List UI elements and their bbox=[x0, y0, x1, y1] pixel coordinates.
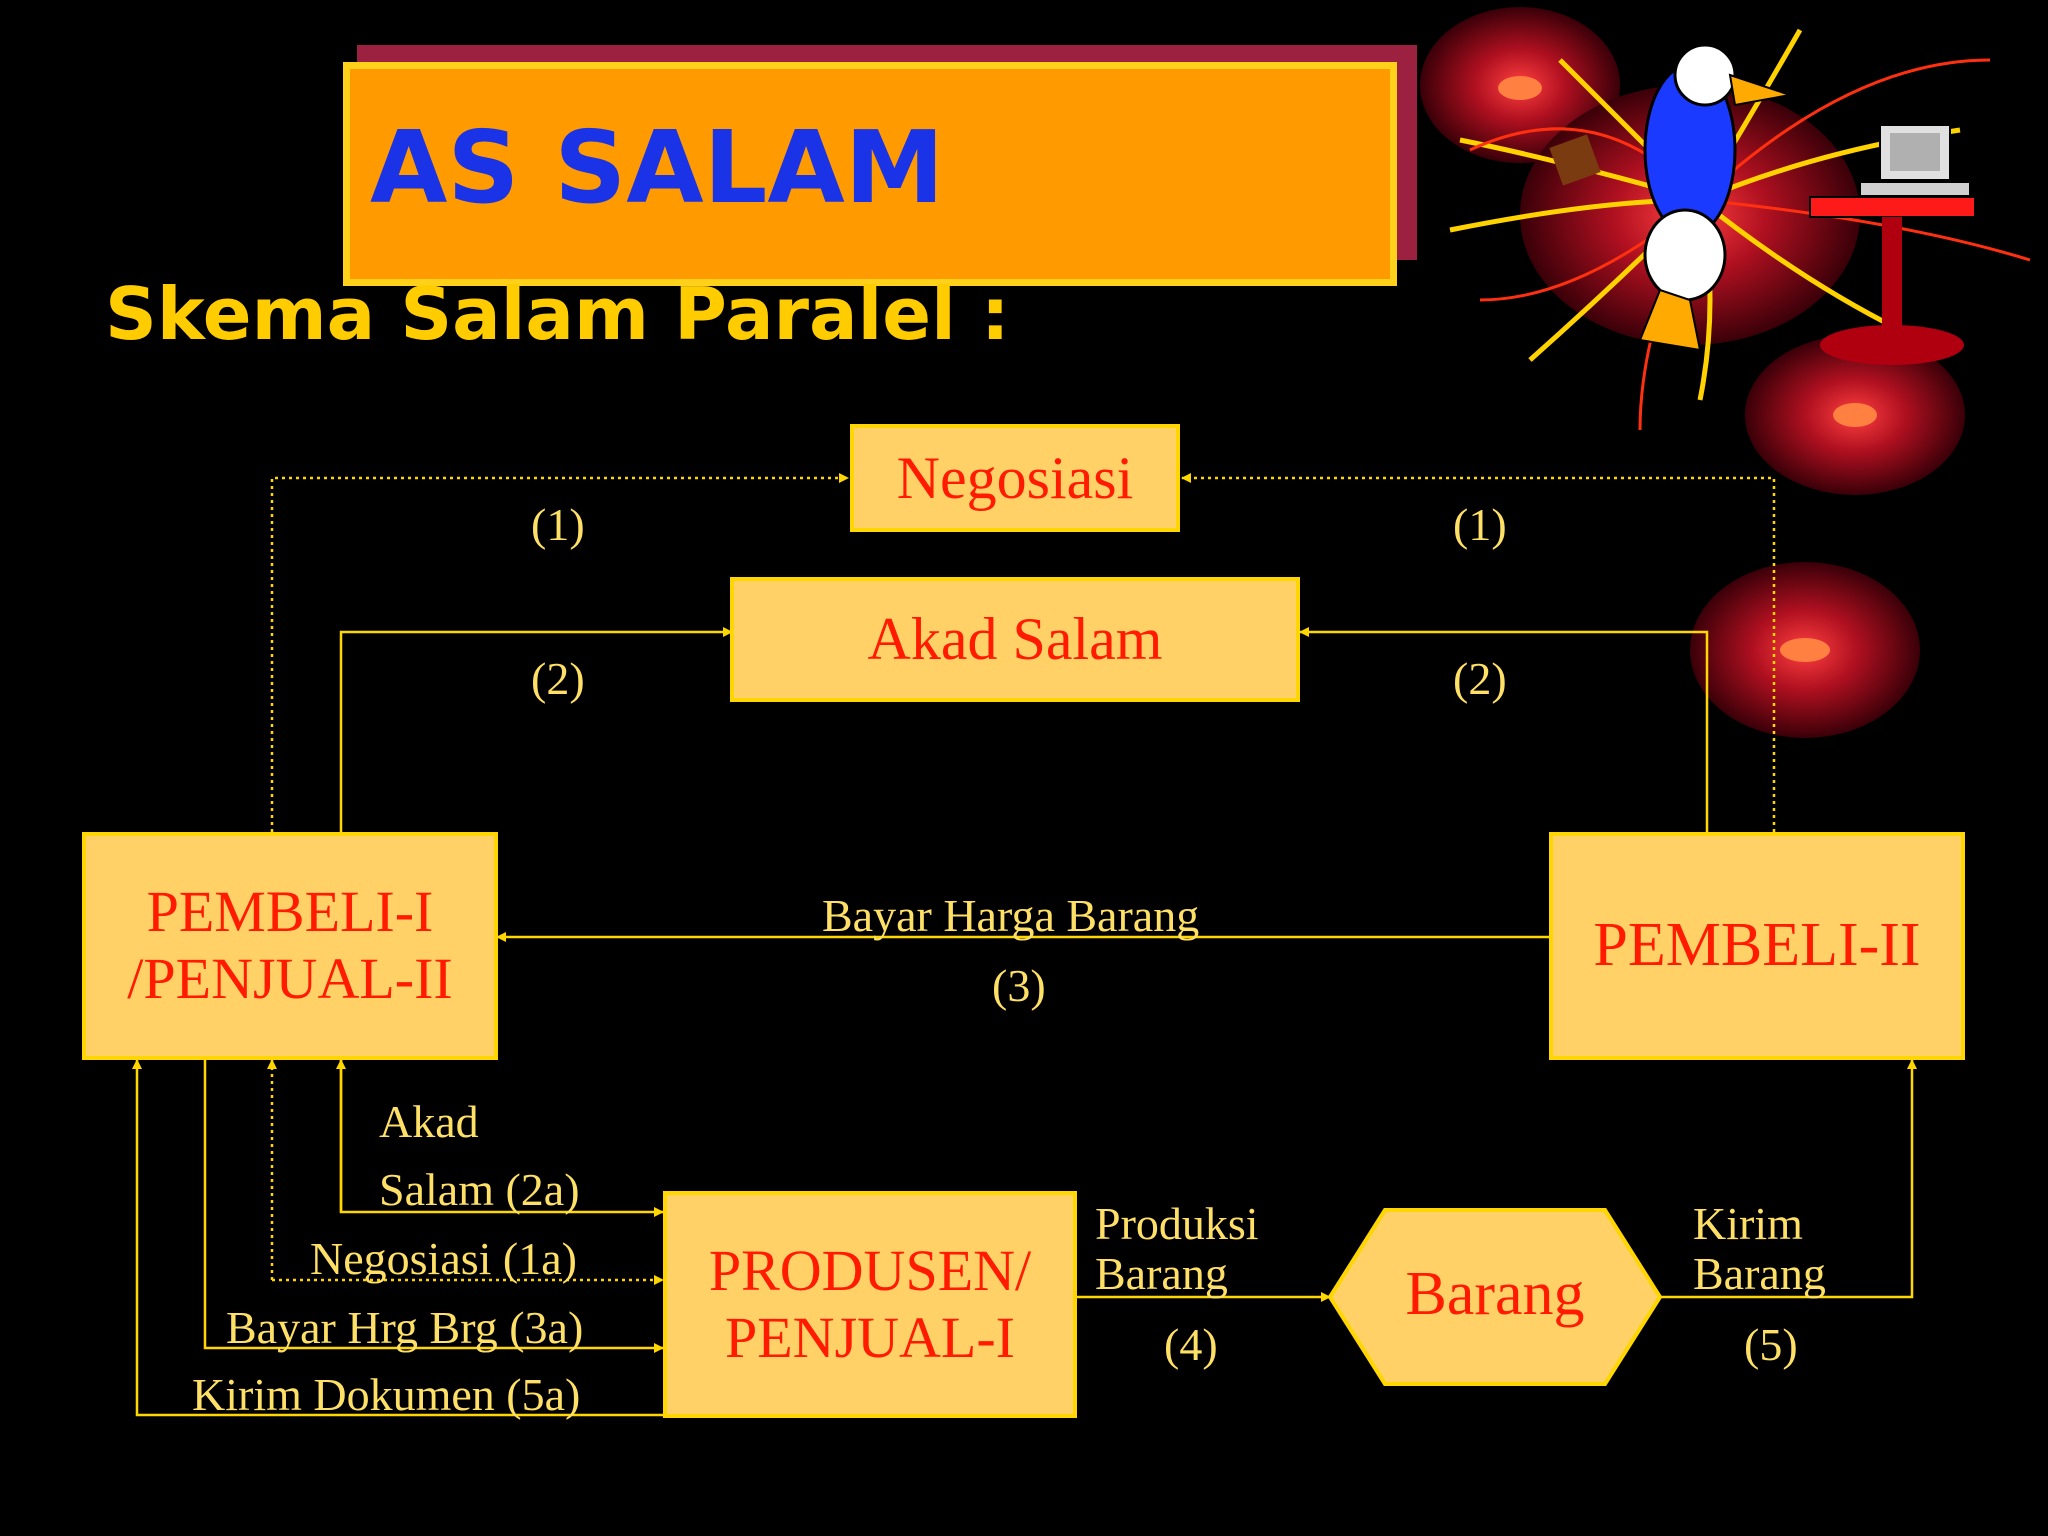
duck-cartoon-icon bbox=[1549, 43, 1791, 352]
step-label-1-right: (1) bbox=[1453, 499, 1507, 550]
pembeli-i-box: PEMBELI-I /PENJUAL-II bbox=[82, 832, 498, 1060]
salam-2a-label: Salam (2a) bbox=[379, 1164, 580, 1215]
arrow-kirim-dokumen-5a bbox=[132, 1059, 663, 1417]
arrow-akad-right bbox=[1299, 627, 1709, 832]
negosiasi-box: Negosiasi bbox=[850, 424, 1180, 532]
step-label-2-right: (2) bbox=[1453, 653, 1507, 704]
kirim-label: Kirim bbox=[1693, 1198, 1803, 1249]
kirim-barang-edge-label: Barang bbox=[1693, 1248, 1826, 1299]
pembeli-ii-label: PEMBELI-II bbox=[1593, 911, 1921, 980]
akad-salam-box: Akad Salam bbox=[730, 577, 1300, 702]
barang-edge-label: Barang bbox=[1095, 1248, 1228, 1299]
bayar-harga-label: Bayar Harga Barang bbox=[822, 890, 1200, 941]
computer-desk-icon bbox=[1809, 124, 1976, 365]
kirim-dokumen-5a-label: Kirim Dokumen (5a) bbox=[192, 1369, 581, 1420]
firework-core bbox=[1780, 638, 1830, 662]
page-subtitle: Skema Salam Paralel : bbox=[105, 272, 1010, 356]
arrow-kirim-barang bbox=[1655, 1059, 1917, 1299]
akad-salam-label: Akad Salam bbox=[867, 606, 1163, 672]
produsen-line1: PRODUSEN/ bbox=[708, 1237, 1032, 1303]
produsen-box: PRODUSEN/ PENJUAL-I bbox=[663, 1191, 1077, 1418]
barang-label: Barang bbox=[1405, 1260, 1585, 1328]
step-label-4: (4) bbox=[1164, 1319, 1218, 1370]
negosiasi-label: Negosiasi bbox=[896, 444, 1134, 511]
title-banner bbox=[343, 62, 1397, 286]
step-label-2-left: (2) bbox=[531, 653, 585, 704]
pembeli-ii-box: PEMBELI-II bbox=[1549, 832, 1965, 1060]
barang-hexagon bbox=[1327, 1208, 1663, 1386]
arrow-negosiasi-left bbox=[270, 473, 849, 832]
akad-label: Akad bbox=[379, 1096, 479, 1147]
produksi-label: Produksi bbox=[1095, 1198, 1259, 1249]
firework-core bbox=[1498, 76, 1542, 100]
step-label-1-left: (1) bbox=[531, 499, 585, 550]
produsen-line2: PENJUAL-I bbox=[725, 1304, 1015, 1370]
pembeli-i-line1: PEMBELI-I bbox=[146, 879, 434, 945]
bayar-3a-label: Bayar Hrg Brg (3a) bbox=[226, 1302, 584, 1353]
arrow-akad-left bbox=[339, 627, 733, 832]
page-title: AS SALAM bbox=[370, 109, 945, 226]
step-label-5: (5) bbox=[1744, 1319, 1798, 1370]
pembeli-i-line2: /PENJUAL-II bbox=[127, 946, 453, 1011]
negosiasi-1a-label: Negosiasi (1a) bbox=[310, 1233, 577, 1284]
arrow-bayar-3a bbox=[203, 1060, 664, 1353]
step-label-3: (3) bbox=[992, 960, 1046, 1011]
firework-core bbox=[1833, 403, 1877, 427]
